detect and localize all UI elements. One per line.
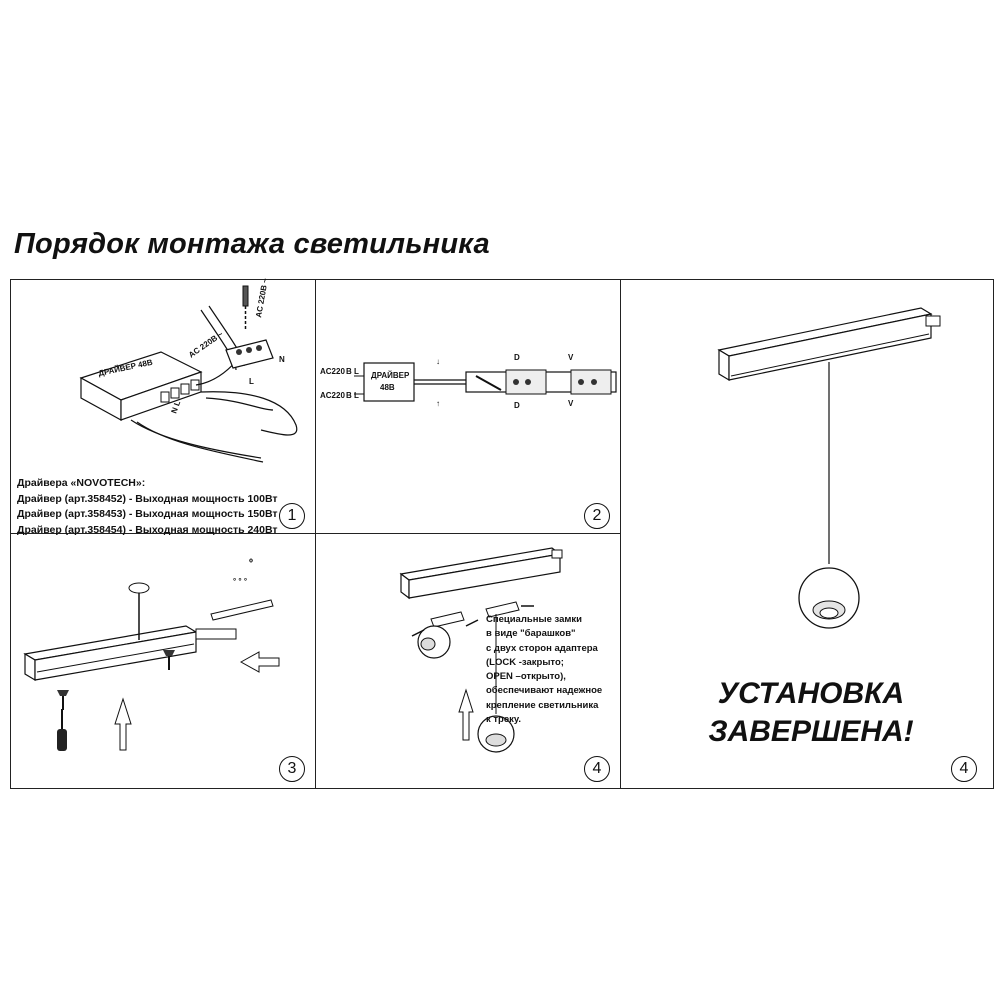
- svg-text:ᶲ: ᶲ: [249, 557, 253, 566]
- svg-text:D: D: [514, 401, 520, 410]
- driver-item: Драйвер (арт.358452) - Выходная мощность…: [17, 492, 278, 505]
- svg-text:V: V: [568, 399, 574, 408]
- svg-text:° ° °: ° ° °: [233, 577, 247, 586]
- lock-line: (LOCK -закрыто;: [486, 656, 564, 668]
- lock-line: Специальные замки: [486, 614, 582, 625]
- lamp-attach-illustration: [399, 547, 563, 753]
- ac-label-bottom: AC220: [320, 391, 345, 400]
- step-number: 4: [951, 756, 977, 782]
- svg-text:↑: ↑: [436, 399, 440, 408]
- ac-suffix-top: В L: [346, 367, 359, 376]
- wire-label-l: L: [249, 377, 254, 386]
- lock-line: обеспечивают надежное: [486, 685, 603, 697]
- ac-suffix-bottom: В L: [346, 391, 359, 400]
- lock-line: в виде "барашков": [486, 628, 576, 640]
- wiring-diagram-illustration: ДРАЙВЕР 48В N L AC 220В ~ AC 220В ~: [79, 277, 298, 463]
- wire-label-n: N: [279, 355, 285, 364]
- driver-list-header: Драйвера «NOVOTECH»:: [17, 477, 146, 489]
- step-1-panel: ДРАЙВЕР 48В N L AC 220В ~ AC 220В ~: [11, 277, 316, 536]
- done-line-2: ЗАВЕРШЕНА!: [708, 715, 914, 748]
- driver-label-2: 48В: [380, 383, 395, 392]
- ac-label-left: AC 220В ~: [187, 329, 225, 359]
- step-2-panel: ДРАЙВЕР 48В AC220 В L AC220 В L ↓ ↑ D D …: [316, 280, 621, 534]
- lock-description: Специальные замки в виде "барашков" с дв…: [486, 613, 602, 727]
- instruction-frame: ДРАЙВЕР 48В N L AC 220В ~ AC 220В ~: [10, 277, 994, 789]
- ac-label-top: AC220: [320, 367, 345, 376]
- step-final-panel: УСТАНОВКА ЗАВЕРШЕНА! 4: [621, 280, 993, 788]
- terminal-labels: N L: [169, 399, 182, 414]
- step-4-panel: Специальные замки в виде "барашков" с дв…: [316, 534, 621, 788]
- step-number: 4: [584, 756, 610, 782]
- lock-line: OPEN –открыто),: [486, 671, 566, 683]
- step-number: 1: [279, 503, 305, 529]
- svg-text:↓: ↓: [436, 357, 440, 366]
- driver-list: Драйвера «NOVOTECH»: Драйвер (арт.358452…: [17, 476, 278, 538]
- step-number: 3: [279, 756, 305, 782]
- svg-text:V: V: [568, 353, 574, 362]
- ac-label-top: AC 220В ~: [254, 277, 270, 318]
- track-mounting-illustration: ᶲ ° ° °: [23, 557, 280, 751]
- svg-text:D: D: [514, 353, 520, 362]
- lock-line: к треку.: [486, 714, 521, 726]
- page-title: Порядок монтажа светильника: [14, 228, 490, 260]
- done-line-1: УСТАНОВКА: [717, 677, 905, 710]
- driver-connection-illustration: ДРАЙВЕР 48В AC220 В L AC220 В L ↓ ↑ D D …: [320, 353, 617, 410]
- step-number: 2: [584, 503, 610, 529]
- finished-lamp-illustration: [717, 307, 941, 629]
- driver-item: Драйвер (арт.358453) - Выходная мощность…: [17, 508, 278, 520]
- driver-label-1: ДРАЙВЕР: [371, 371, 410, 380]
- lock-line: крепление светильника: [486, 699, 599, 711]
- lock-line: с двух сторон адаптера: [486, 642, 598, 654]
- installation-complete-text: УСТАНОВКА ЗАВЕРШЕНА!: [686, 675, 936, 751]
- driver-item: Драйвер (арт.358454) - Выходная мощность…: [17, 523, 278, 536]
- step-3-panel: ᶲ ° ° ° 3: [11, 534, 316, 788]
